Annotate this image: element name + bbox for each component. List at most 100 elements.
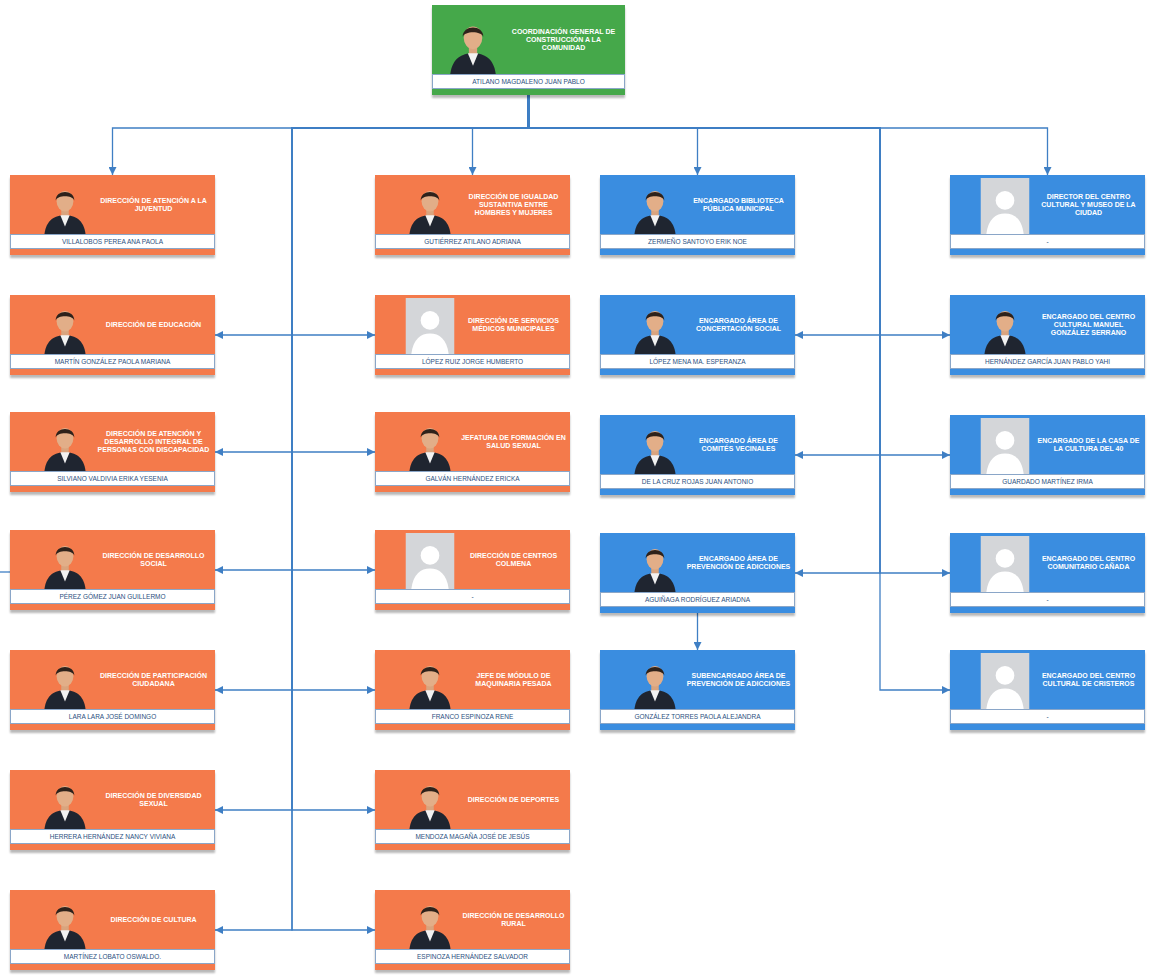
person-photo xyxy=(36,415,94,471)
name-bar: HERRERA HERNÁNDEZ NANCY VIVIANA xyxy=(10,829,215,844)
name-bar: GONZÁLEZ TORRES PAOLA ALEJANDRA xyxy=(600,709,795,724)
person-name: MARTÍN GONZÁLEZ PAOLA MARIANA xyxy=(55,358,171,365)
name-bar: ATILANO MAGDALENO JUAN PABLO xyxy=(432,74,625,89)
department-box: ENCARGADO DEL CENTRO CULTURAL MANUEL GON… xyxy=(950,295,1145,375)
position-title: DIRECCIÓN DE EDUCACIÓN xyxy=(106,321,201,329)
person-name: - xyxy=(1046,596,1048,603)
department-box: DIRECCIÓN DE DIVERSIDAD SEXUAL HERRERA HE… xyxy=(10,770,215,850)
person-name: - xyxy=(1046,713,1048,720)
person-name: MENDOZA MAGAÑA JOSÉ DE JESÚS xyxy=(415,833,529,840)
placeholder-photo xyxy=(401,533,459,589)
title-area: JEFE DE MÓDULO DE MAQUINARIA PESADA xyxy=(461,653,566,707)
org-connector xyxy=(292,95,529,452)
person-name: FRANCO ESPINOZA RENE xyxy=(432,713,514,720)
coordination-box: COORDINACIÓN GENERAL DE CONSTRUCCIÓN A L… xyxy=(432,5,625,95)
title-area: DIRECCIÓN DE DEPORTES xyxy=(461,773,566,827)
person-name: ZERMEÑO SANTOYO ERIK NOE xyxy=(648,238,747,245)
name-bar: GUTIÉRREZ ATILANO ADRIANA xyxy=(375,234,570,249)
department-box: DIRECCIÓN DE ATENCIÓN A LA JUVENTUDVILLA… xyxy=(10,175,215,255)
department-box: DIRECCIÓN DE ATENCIÓN Y DESARROLLO INTEG… xyxy=(10,412,215,492)
position-title: COORDINACIÓN GENERAL DE CONSTRUCCIÓN A L… xyxy=(506,28,621,52)
department-box: ENCARGADO ÁREA DE PREVENCIÓN DE ADICCION… xyxy=(600,533,795,613)
person-photo xyxy=(976,298,1034,354)
title-area: DIRECCIÓN DE SERVICIOS MÉDICOS MUNICIPAL… xyxy=(461,298,566,352)
position-title: DIRECCIÓN DE PARTICIPACIÓN CIUDADANA xyxy=(96,672,211,688)
person-name: DE LA CRUZ ROJAS JUAN ANTONIO xyxy=(642,478,753,485)
name-bar: MARTÍN GONZÁLEZ PAOLA MARIANA xyxy=(10,354,215,369)
name-bar: PÉREZ GÓMEZ JUAN GUILLERMO xyxy=(10,589,215,604)
name-bar: LÓPEZ MENA MA. ESPERANZA xyxy=(600,354,795,369)
person-photo xyxy=(36,178,94,234)
person-name: LÓPEZ RUIZ JORGE HUMBERTO xyxy=(422,358,523,365)
title-area: COORDINACIÓN GENERAL DE CONSTRUCCIÓN A L… xyxy=(506,8,621,72)
person-photo xyxy=(401,773,459,829)
position-title: DIRECCIÓN DE CULTURA xyxy=(110,916,196,924)
position-title: ENCARGADO DEL CENTRO COMUNITARIO CAÑADA xyxy=(1036,555,1141,571)
position-title: ENCARGADO DE LA CASA DE LA CULTURA DEL 4… xyxy=(1036,437,1141,453)
person-name: ESPINOZA HERNÁNDEZ SALVADOR xyxy=(417,953,528,960)
name-bar: VILLALOBOS PEREA ANA PAOLA xyxy=(10,234,215,249)
title-area: DIRECCIÓN DE DIVERSIDAD SEXUAL xyxy=(96,773,211,827)
title-area: ENCARGADO DEL CENTRO CULTURAL MANUEL GON… xyxy=(1036,298,1141,352)
person-name: GONZÁLEZ TORRES PAOLA ALEJANDRA xyxy=(634,713,760,720)
name-bar: GALVÁN HERNÁNDEZ ERICKA xyxy=(375,471,570,486)
name-bar: - xyxy=(375,589,570,604)
org-connector xyxy=(529,95,951,455)
person-name: LÓPEZ MENA MA. ESPERANZA xyxy=(649,358,745,365)
placeholder-photo xyxy=(976,418,1034,474)
person-name: HERNÁNDEZ GARCÍA JUAN PABLO YAHI xyxy=(985,358,1110,365)
position-title: ENCARGADO ÁREA DE PREVENCIÓN DE ADICCION… xyxy=(686,555,791,571)
position-title: ENCARGADO BIBLIOTECA PÚBLICA MUNICIPAL xyxy=(686,197,791,213)
name-bar: LARA LARA JOSÉ DOMINGO xyxy=(10,709,215,724)
title-area: ENCARGADO BIBLIOTECA PÚBLICA MUNICIPAL xyxy=(686,178,791,232)
person-name: GUARDADO MARTÍNEZ IRMA xyxy=(1002,478,1093,485)
department-box: ENCARGADO DEL CENTRO COMUNITARIO CAÑADA - xyxy=(950,533,1145,613)
org-connector xyxy=(215,95,529,452)
org-connector xyxy=(473,95,529,175)
name-bar: HERNÁNDEZ GARCÍA JUAN PABLO YAHI xyxy=(950,354,1145,369)
title-area: SUBENCARGADO ÁREA DE PREVENCIÓN DE ADICC… xyxy=(686,653,791,707)
org-connector xyxy=(113,95,529,175)
placeholder-photo xyxy=(976,536,1034,592)
person-photo xyxy=(626,653,684,709)
position-title: DIRECCIÓN DE DESARROLLO RURAL xyxy=(461,912,566,928)
department-box: SUBENCARGADO ÁREA DE PREVENCIÓN DE ADICC… xyxy=(600,650,795,730)
title-area: DIRECCIÓN DE CULTURA xyxy=(96,893,211,947)
position-title: DIRECCIÓN DE DESARROLLO SOCIAL xyxy=(96,552,211,568)
department-box: ENCARGADO BIBLIOTECA PÚBLICA MUNICIPAL ZE… xyxy=(600,175,795,255)
department-box: ENCARGADO DE LA CASA DE LA CULTURA DEL 4… xyxy=(950,415,1145,495)
position-title: JEFE DE MÓDULO DE MAQUINARIA PESADA xyxy=(461,672,566,688)
department-box: DIRECTOR DEL CENTRO CULTURAL Y MUSEO DE … xyxy=(950,175,1145,255)
position-title: DIRECCIÓN DE SERVICIOS MÉDICOS MUNICIPAL… xyxy=(461,317,566,333)
name-bar: - xyxy=(950,709,1145,724)
placeholder-photo xyxy=(976,178,1034,234)
name-bar: GUARDADO MARTÍNEZ IRMA xyxy=(950,474,1145,489)
placeholder-photo xyxy=(976,653,1034,709)
title-area: DIRECCIÓN DE CENTROS COLMENA xyxy=(461,533,566,587)
org-connector xyxy=(529,95,881,455)
position-title: DIRECCIÓN DE IGUALDAD SUSTANTIVA ENTRE H… xyxy=(461,193,566,217)
stub-line xyxy=(0,571,10,572)
department-box: JEFE DE MÓDULO DE MAQUINARIA PESADA FRANC… xyxy=(375,650,570,730)
position-title: ENCARGADO DEL CENTRO CULTURAL MANUEL GON… xyxy=(1036,313,1141,337)
department-box: DIRECCIÓN DE EDUCACIÓN MARTÍN GONZÁLEZ PA… xyxy=(10,295,215,375)
position-title: SUBENCARGADO ÁREA DE PREVENCIÓN DE ADICC… xyxy=(686,672,791,688)
department-box: DIRECCIÓN DE SERVICIOS MÉDICOS MUNICIPAL… xyxy=(375,295,570,375)
title-area: ENCARGADO DE LA CASA DE LA CULTURA DEL 4… xyxy=(1036,418,1141,472)
department-box: DIRECCIÓN DE DESARROLLO SOCIAL PÉREZ GÓME… xyxy=(10,530,215,610)
person-name: VILLALOBOS PEREA ANA PAOLA xyxy=(62,238,163,245)
person-name: ATILANO MAGDALENO JUAN PABLO xyxy=(472,78,584,85)
org-connector xyxy=(697,613,698,650)
position-title: DIRECCIÓN DE CENTROS COLMENA xyxy=(461,552,566,568)
name-bar: DE LA CRUZ ROJAS JUAN ANTONIO xyxy=(600,474,795,489)
title-area: ENCARGADO ÁREA DE COMITÉS VECINALES xyxy=(686,418,791,472)
title-area: DIRECTOR DEL CENTRO CULTURAL Y MUSEO DE … xyxy=(1036,178,1141,232)
title-area: ENCARGADO DEL CENTRO CULTURAL DE CRISTER… xyxy=(1036,653,1141,707)
org-connector xyxy=(529,95,698,175)
title-area: ENCARGADO ÁREA DE CONCERTACIÓN SOCIAL xyxy=(686,298,791,352)
title-area: DIRECCIÓN DE ATENCIÓN Y DESARROLLO INTEG… xyxy=(96,415,211,469)
position-title: DIRECCIÓN DE ATENCIÓN Y DESARROLLO INTEG… xyxy=(96,430,211,454)
name-bar: FRANCO ESPINOZA RENE xyxy=(375,709,570,724)
department-box: DIRECCIÓN DE DEPORTES MENDOZA MAGAÑA JOSÉ… xyxy=(375,770,570,850)
name-bar: - xyxy=(950,592,1145,607)
